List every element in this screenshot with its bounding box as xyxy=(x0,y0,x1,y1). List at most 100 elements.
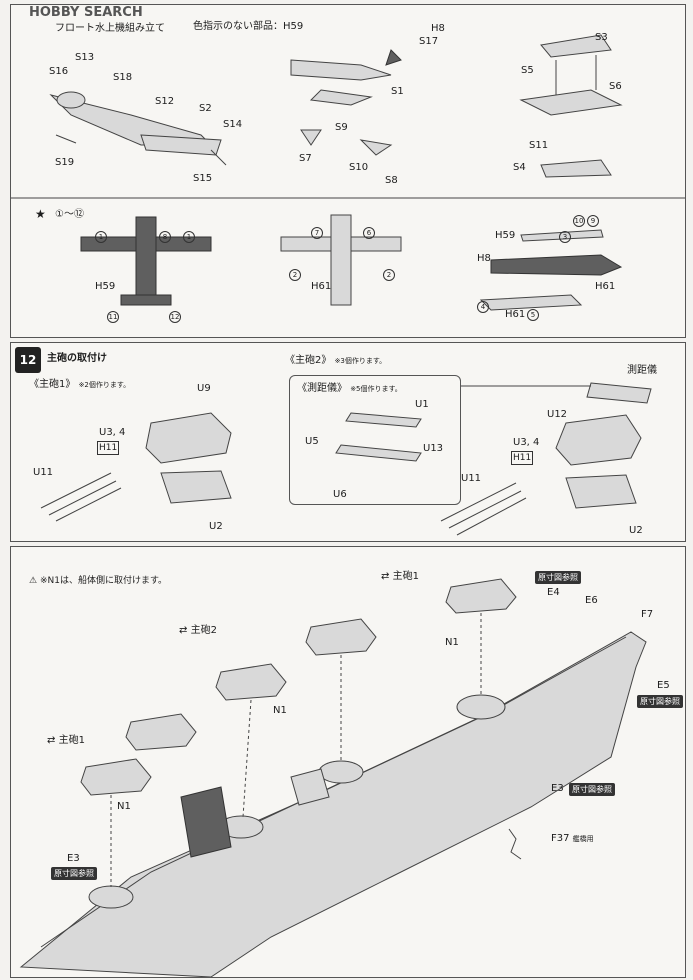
step11-drawing xyxy=(11,34,685,311)
label-h59-right: H59 xyxy=(495,230,516,241)
label-e3-right: E3 xyxy=(551,783,564,794)
rangefinder-box xyxy=(289,375,461,505)
decal-11: 11 xyxy=(107,311,119,323)
label-e6: E6 xyxy=(585,595,598,606)
label-u5: U5 xyxy=(305,436,319,447)
label-s19: S19 xyxy=(55,157,75,168)
label-s14: S14 xyxy=(223,119,243,130)
label-s13: S13 xyxy=(75,52,95,63)
decal-4: 4 xyxy=(477,301,489,313)
step11-panel: HOBBY SEARCH フロート水上機組み立て 色指示のない部品：H59 S1… xyxy=(10,4,686,338)
label-s7: S7 xyxy=(299,153,312,164)
gun1-text-top: 主砲1 xyxy=(392,571,419,582)
label-u6: U6 xyxy=(333,489,347,500)
label-u2-right: U2 xyxy=(629,525,643,536)
step11-title: フロート水上機組み立て xyxy=(55,23,165,34)
label-h59: H59 xyxy=(95,281,116,292)
label-n1-top: N1 xyxy=(445,637,459,648)
gun1-title-text: 《主砲1》 xyxy=(29,379,76,390)
gun2-note: ※3個作ります。 xyxy=(334,357,387,365)
label-h11-left: H11 xyxy=(97,441,120,455)
decal-6: 6 xyxy=(363,227,375,239)
label-h11-right: H11 xyxy=(511,451,534,465)
color-note-text: 色指示のない部品：H59 xyxy=(193,21,304,32)
step12-drawing xyxy=(40,382,652,536)
decal-2: 2 xyxy=(289,269,301,281)
label-e3-left: E3 xyxy=(67,853,80,864)
label-s12: S12 xyxy=(155,96,175,107)
label-u11-left: U11 xyxy=(33,467,54,478)
color-note: 色指示のない部品：H59 xyxy=(193,21,303,33)
brand-watermark: HOBBY SEARCH xyxy=(29,5,143,20)
label-s3: S3 xyxy=(595,32,608,43)
ref-badge-top: 原寸図参照 xyxy=(535,571,581,584)
label-h8-right: H8 xyxy=(477,253,491,264)
f37-text: F37 xyxy=(551,833,570,844)
decal-12: 12 xyxy=(169,311,181,323)
decal-1b: 1 xyxy=(183,231,195,243)
label-u13: U13 xyxy=(423,443,444,454)
decal-7: 7 xyxy=(311,227,323,239)
gun2-label: ⇄ 主砲2 xyxy=(179,625,217,637)
gun1-note: ※2個作ります。 xyxy=(78,381,131,389)
label-s15: S15 xyxy=(193,173,213,184)
label-n1-left: N1 xyxy=(117,801,131,812)
ship-drawing xyxy=(19,578,647,977)
ref-badge-e3-left: 原寸図参照 xyxy=(51,867,97,880)
decal-2b: 2 xyxy=(383,269,395,281)
gun1-title: 《主砲1》 ※2個作ります。 xyxy=(29,379,130,391)
label-u9: U9 xyxy=(197,383,211,394)
decal-8: 8 xyxy=(159,231,171,243)
ref-badge-e3-right: 原寸図参照 xyxy=(569,783,615,796)
ref-badge-e5: 原寸図参照 xyxy=(637,695,683,708)
label-u34-left: U3, 4 xyxy=(99,427,126,438)
label-u12: U12 xyxy=(547,409,568,420)
f37-note: 艦橋用 xyxy=(572,835,594,843)
label-s11: S11 xyxy=(529,140,549,151)
gun2-title-text: 《主砲2》 xyxy=(285,355,332,366)
decal-9: 9 xyxy=(587,215,599,227)
warning-note: ⚠ ※N1は、船体側に取付けます。 xyxy=(29,573,167,586)
label-h61-mid: H61 xyxy=(311,281,332,292)
gun1-label-left: ⇄ 主砲1 xyxy=(47,735,85,747)
rangefinder-label: 測距儀 xyxy=(627,365,657,376)
label-s5: S5 xyxy=(521,65,534,76)
turret-icon-2: ⇄ xyxy=(179,625,188,636)
label-e5: E5 xyxy=(657,680,670,691)
label-u11-right: U11 xyxy=(461,473,482,484)
gun2-text: 主砲2 xyxy=(190,625,217,636)
label-u1: U1 xyxy=(415,399,429,410)
label-f7: F7 xyxy=(641,609,654,620)
label-s17: S17 xyxy=(419,36,439,47)
label-f37: F37 艦橋用 xyxy=(551,833,594,845)
step13-panel: ⚠ ※N1は、船体側に取付けます。 ⇄ 主砲1 原寸図参照 E4 E6 F7 E… xyxy=(10,546,686,978)
label-s18: S18 xyxy=(113,72,133,83)
label-s8: S8 xyxy=(385,175,398,186)
warning-icon: ⚠ xyxy=(29,576,38,586)
decal-1: 1 xyxy=(95,231,107,243)
label-s4: S4 xyxy=(513,162,526,173)
label-s1: S1 xyxy=(391,86,404,97)
label-s9: S9 xyxy=(335,122,348,133)
label-h8-top: H8 xyxy=(431,23,445,34)
gun2-title: 《主砲2》 ※3個作ります。 xyxy=(285,355,386,367)
step12-number: 12 xyxy=(15,347,41,373)
decal-3: 3 xyxy=(559,231,571,243)
decal-5: 5 xyxy=(527,309,539,321)
step12-panel: 12 主砲の取付け 《主砲1》 ※2個作ります。 《主砲2》 ※3個作ります。 … xyxy=(10,342,686,542)
rangefinder-note: ※5個作ります。 xyxy=(350,385,402,393)
label-n1-mid: N1 xyxy=(273,705,287,716)
turret-icon: ⇄ xyxy=(381,571,390,582)
rangefinder-title-text: 《測距儀》 xyxy=(297,383,347,394)
decal-range: ①〜⑫ xyxy=(55,209,84,220)
label-h61-bottom: H61 xyxy=(505,309,526,320)
rangefinder-title: 《測距儀》 ※5個作ります。 xyxy=(297,383,402,395)
decal-star-icon: ★ xyxy=(35,207,46,221)
step12-title: 主砲の取付け xyxy=(47,353,107,364)
warning-text: ※N1は、船体側に取付けます。 xyxy=(39,576,168,586)
label-u2-left: U2 xyxy=(209,521,223,532)
gun1-label-top: ⇄ 主砲1 xyxy=(381,571,419,583)
label-e4: E4 xyxy=(547,587,560,598)
label-u34-right: U3, 4 xyxy=(513,437,540,448)
gun1-text-left: 主砲1 xyxy=(58,735,85,746)
